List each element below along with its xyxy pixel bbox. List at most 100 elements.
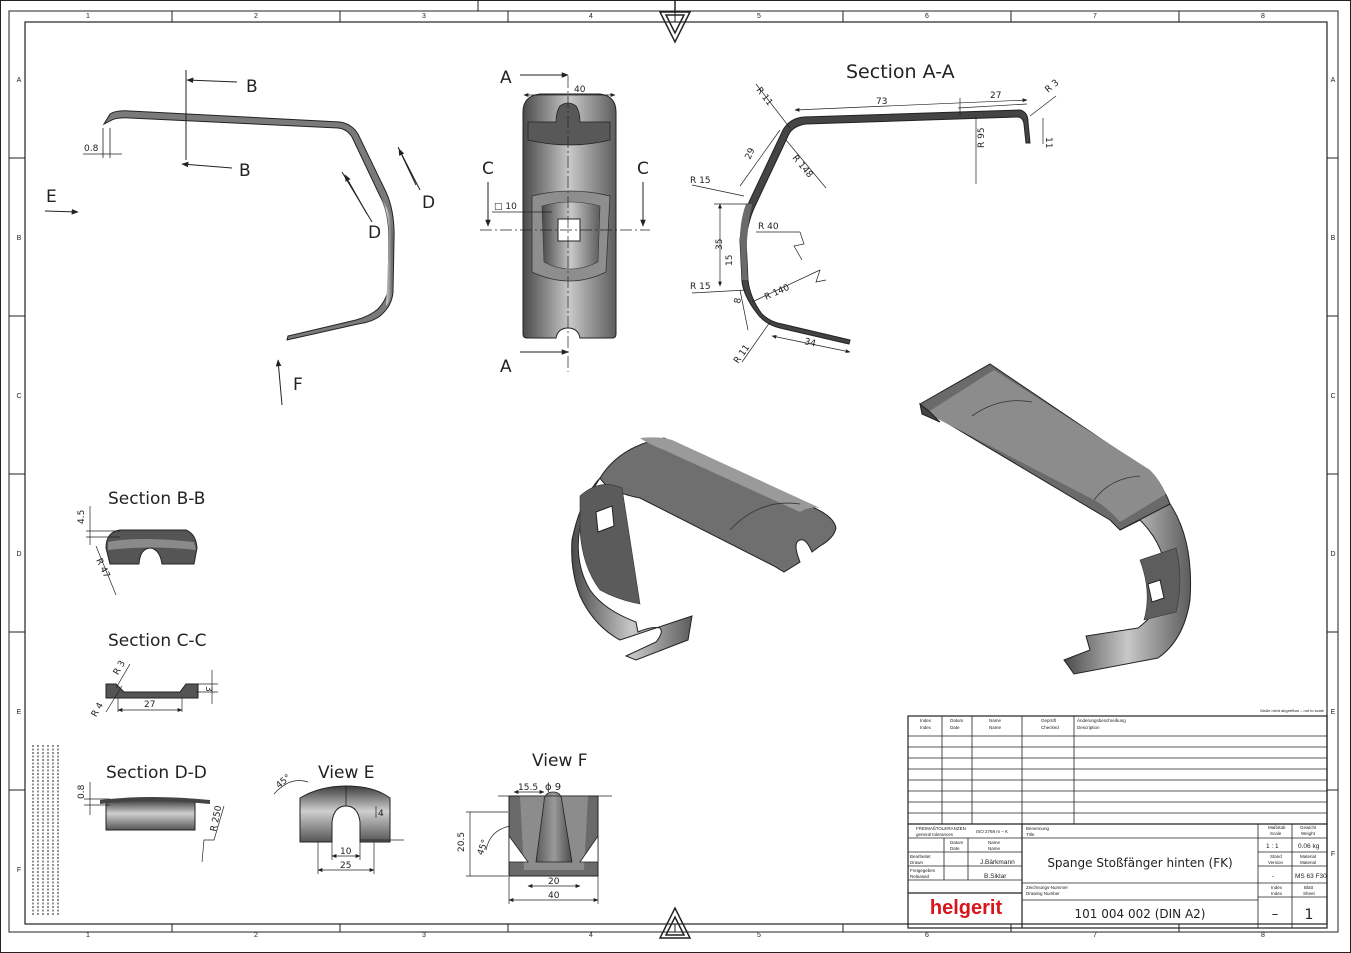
iso-view-left [571, 437, 837, 661]
tb-label: Scale [1270, 831, 1282, 836]
dim-text: 29 [744, 146, 758, 161]
tb-label: Material [1300, 854, 1316, 859]
dim-text: R 40 [758, 222, 779, 232]
col-label: 3 [422, 932, 426, 939]
dim-text: 35 [715, 239, 725, 250]
dim-text: R 250 [209, 805, 224, 833]
dim-text: 10 [340, 847, 352, 857]
view-title-section-bb: Section B-B [108, 489, 205, 509]
view-title-section-aa: Section A-A [846, 61, 955, 83]
col-label: 5 [757, 932, 761, 939]
col-label: 2 [254, 13, 258, 20]
tb-label: Name [989, 725, 1002, 730]
row-label: B [17, 235, 22, 242]
dim-text: R 15 [690, 282, 711, 292]
tb-label: Datum [950, 840, 964, 845]
col-label: 8 [1261, 932, 1265, 939]
tb-label: Title [1026, 832, 1035, 837]
col-label: 3 [422, 13, 426, 20]
tb-label: Zeichnungs-Nummer [1026, 885, 1069, 890]
dim-text: R 140 [763, 283, 791, 303]
dim-text: 8 [733, 297, 744, 305]
section-arrow-b [186, 77, 238, 84]
view-marker-f: F [293, 375, 303, 395]
dim-text: 0.8 [84, 144, 99, 154]
row-label: A [1331, 77, 1336, 84]
drawn-by: J.Bärkmann [980, 859, 1015, 866]
section-aa: Section A-A R 11 73 [690, 61, 1061, 366]
front-view: B B D D E F 0.8 [44, 70, 435, 406]
column-labels: 1 2 3 4 5 6 7 8 1 2 3 4 5 6 7 8 [86, 13, 1265, 939]
dim-text: ϕ 9 [545, 782, 561, 793]
tb-label: Index [920, 718, 932, 723]
dim-text: R 11 [754, 86, 775, 108]
dim-text: R 3 [1044, 78, 1062, 95]
section-marker-a: A [500, 68, 512, 88]
section-arrow-b [181, 161, 233, 169]
view-marker-e: E [46, 187, 57, 207]
section-bb: Section B-B 4.5 R 47 [77, 489, 205, 596]
col-label: 5 [757, 13, 761, 20]
tb-label: Geprüft [1041, 718, 1057, 723]
drawing-number: 101 004 002 (DIN A2) [1075, 907, 1206, 921]
section-marker-b: B [239, 161, 251, 181]
scale-value: 1 : 1 [1266, 843, 1279, 850]
col-label: 4 [589, 13, 593, 20]
tb-label: Checked [1041, 725, 1059, 730]
section-dd: Section D-D 0.8 R 250 [77, 763, 224, 863]
tb-label: Benennung [1026, 826, 1050, 831]
title-block: Maße nicht abgreifbar – not to scale [907, 708, 1328, 929]
tb-label: Material [1300, 860, 1316, 865]
sheet-value: 1 [1305, 907, 1314, 923]
view-arrow-e [44, 209, 79, 215]
tb-label: Index [1271, 891, 1283, 896]
row-label: F [17, 867, 21, 874]
col-label: 4 [589, 932, 593, 939]
col-label: 6 [925, 932, 929, 939]
dim-text: 11 [1043, 137, 1053, 148]
dim-text: 4.5 [77, 510, 87, 524]
dim-text: 20.5 [457, 832, 467, 852]
section-arrow-d [398, 148, 417, 186]
col-label: 1 [86, 13, 90, 20]
tb-label: Freigegeben [910, 868, 936, 873]
dim-text: 45° [476, 838, 491, 856]
tb-label: Index [1271, 885, 1283, 890]
tb-label: Date [950, 846, 960, 851]
view-title-section-cc: Section C-C [108, 631, 206, 651]
tb-label: general tolerances [916, 832, 954, 837]
helgerit-logo: helgerit [930, 897, 1003, 919]
tb-label: Stand [1270, 854, 1282, 859]
dim-text: 34 [803, 337, 817, 349]
released-by: B.Siklar [984, 873, 1007, 880]
tb-label: Version [1268, 860, 1284, 865]
col-label: 6 [925, 13, 929, 20]
section-cc: Section C-C 27 R 3 R 4 3 [90, 631, 218, 719]
tb-label: Maßstab [1268, 825, 1286, 830]
dim-text: □ 10 [494, 202, 517, 212]
section-marker-c: C [482, 159, 494, 179]
dim-text: 40 [574, 85, 586, 95]
dim-text: R 4 [90, 701, 106, 719]
tb-label: Released [910, 874, 930, 879]
drawing-title: Spange Stoßfänger hinten (FK) [1047, 856, 1232, 870]
col-label: 8 [1261, 13, 1265, 20]
tb-label: Bearbeitet [910, 854, 931, 859]
iso-view-right [919, 363, 1192, 675]
dim-text: 4 [378, 809, 384, 819]
dim-text: 20 [548, 877, 560, 887]
tb-label: Datum [950, 718, 964, 723]
row-label: E [1331, 709, 1336, 716]
weight-value: 0.06 kg [1298, 843, 1320, 850]
row-label: E [17, 709, 22, 716]
dim-text: 27 [144, 700, 155, 710]
dim-text: R 3 [112, 659, 128, 677]
tb-label: Index [920, 725, 932, 730]
view-arrow-f [275, 359, 283, 406]
section-marker-a: A [500, 357, 512, 377]
row-label: D [16, 551, 21, 558]
view-title-view-f: View F [532, 751, 588, 771]
dim-text: 15.5 [518, 783, 538, 793]
section-arrow-d [344, 174, 368, 215]
dim-text: R 148 [790, 154, 815, 181]
